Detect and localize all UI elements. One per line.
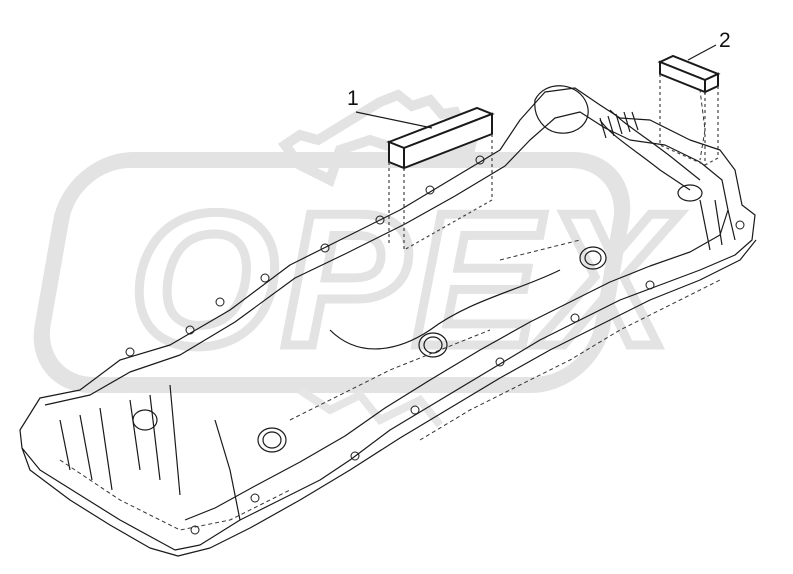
right-ribs <box>699 199 736 251</box>
valve-cover <box>19 85 757 557</box>
port-center-inner <box>423 336 443 354</box>
watermark-frame <box>33 152 631 393</box>
part-2-projection <box>659 74 719 166</box>
leader-2 <box>687 44 717 61</box>
callout-label-2: 2 <box>719 29 731 52</box>
cover-inner-rim <box>44 111 729 521</box>
breather-hose <box>599 119 691 191</box>
leader-1 <box>355 111 433 129</box>
bolt-holes <box>125 155 745 535</box>
hidden-lines <box>59 69 721 531</box>
leader-lines <box>355 44 717 129</box>
front-dome <box>534 85 589 134</box>
ports <box>132 246 607 453</box>
center-channel <box>329 269 561 350</box>
port-top-left <box>132 409 158 431</box>
rib-mid <box>214 419 241 521</box>
part-1-block <box>386 106 495 251</box>
port-left-inner <box>262 431 282 449</box>
callout-label-1: 1 <box>347 87 359 110</box>
port-center <box>418 332 448 358</box>
part-2-block <box>657 54 721 166</box>
part-2-side-face <box>704 72 719 94</box>
watermark-text: OPEX <box>130 174 680 386</box>
breather-cap <box>677 184 703 202</box>
port-left <box>257 427 287 453</box>
watermark-logo: OPEX <box>33 89 681 428</box>
port-right <box>579 246 607 270</box>
part-1-projection <box>388 134 493 251</box>
coil-spring <box>599 111 639 139</box>
breather-hose-2 <box>609 109 701 181</box>
port-right-inner <box>584 250 602 266</box>
rib-left-1 <box>59 407 113 491</box>
cover-flange <box>21 239 757 557</box>
watermark-gear-bottom <box>297 386 444 428</box>
rib-left-2 <box>129 384 181 496</box>
